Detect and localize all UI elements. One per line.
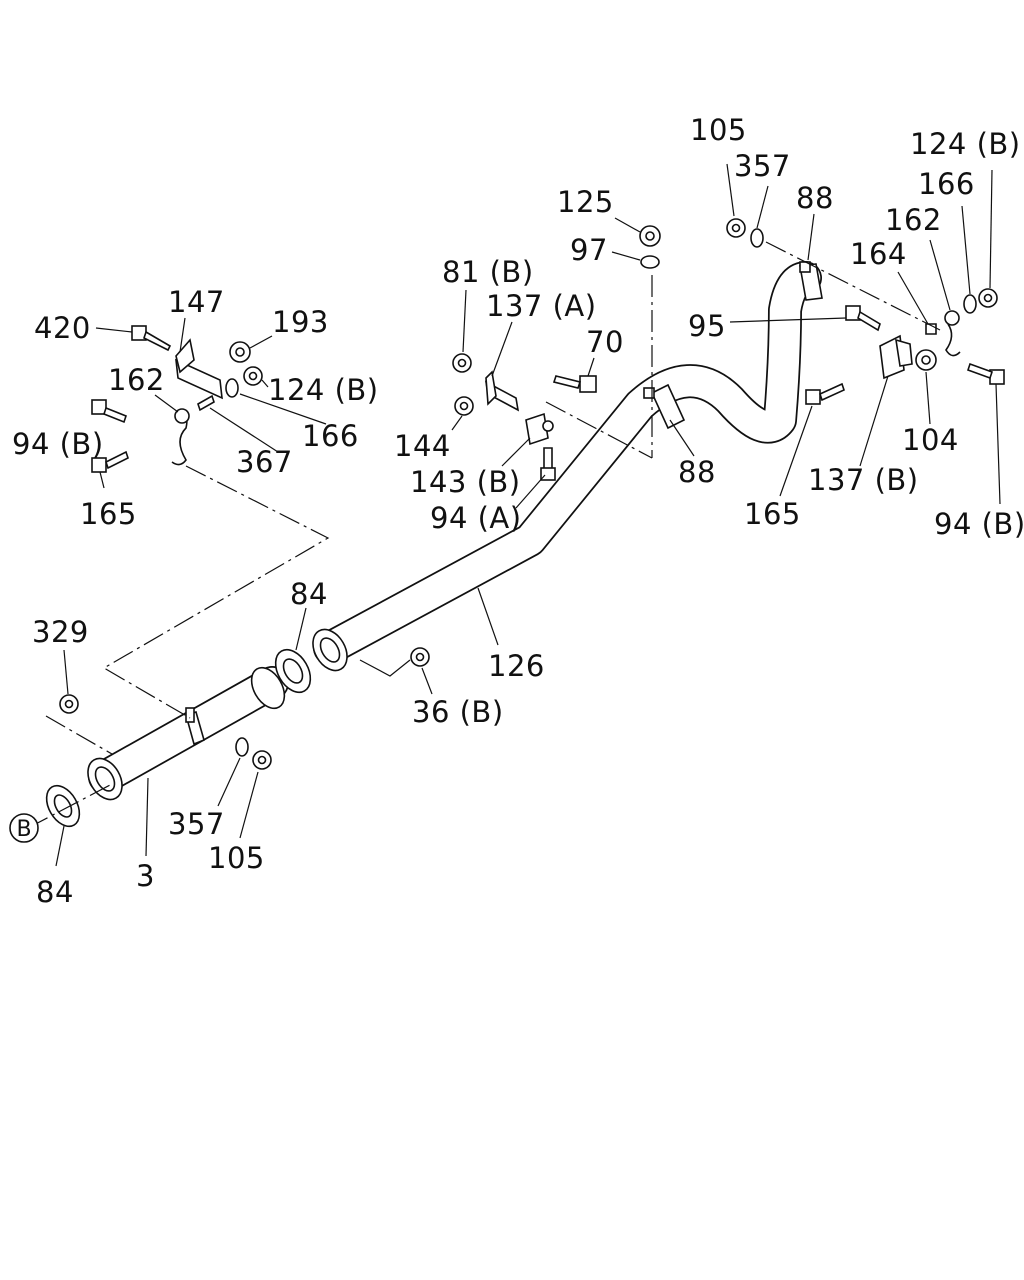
callout-165-left: 165 — [80, 497, 137, 531]
flange-pipe126-front — [312, 628, 348, 672]
callout-labels: 105 357 88 124 (B) 166 162 164 125 97 81… — [12, 113, 1024, 909]
bolt-94B-left — [91, 399, 127, 424]
exhaust-pipe-126 — [313, 261, 822, 665]
callout-70: 70 — [586, 325, 624, 359]
hanger-162-left — [171, 408, 190, 466]
nut-193 — [229, 341, 251, 363]
flange-pipe3-front — [87, 757, 123, 801]
reference-mark-b: B — [9, 813, 39, 843]
leader-lines — [55, 163, 1001, 867]
callout-84-bottom: 84 — [36, 875, 74, 909]
callout-36b: 36 (B) — [412, 695, 504, 729]
washer-166-left — [225, 378, 239, 398]
pipe-clamp-left — [185, 707, 205, 746]
bracket-137B — [879, 334, 913, 380]
gasket-84-mid — [274, 648, 312, 694]
bolt-95 — [845, 305, 881, 332]
bracket-147 — [175, 338, 223, 400]
callout-105-bottom: 105 — [208, 841, 265, 875]
washer-97 — [640, 255, 660, 269]
rubber-mount-143B — [525, 412, 554, 446]
nut-125 — [639, 225, 661, 247]
nut-36B — [410, 647, 430, 667]
assembly-guide-lines — [27, 241, 941, 829]
callout-329: 329 — [32, 615, 89, 649]
nut-81B — [452, 353, 472, 373]
callout-126: 126 — [488, 649, 545, 683]
callout-105-top: 105 — [690, 113, 747, 147]
callout-81b: 81 (B) — [442, 255, 534, 289]
washer-357-top — [750, 228, 764, 248]
callout-166-right: 166 — [918, 167, 975, 201]
callout-104: 104 — [902, 423, 959, 457]
callout-357-top: 357 — [734, 149, 791, 183]
callout-137a: 137 (A) — [486, 289, 597, 323]
nut-124B-top — [978, 288, 998, 308]
nut-104 — [915, 349, 937, 371]
callout-95: 95 — [688, 309, 726, 343]
stud-367 — [197, 394, 215, 412]
callout-367: 367 — [236, 445, 293, 479]
nut-105-top — [726, 218, 746, 238]
pipe-clamp-88-top — [799, 261, 823, 301]
flange-pipe3-rear — [250, 666, 286, 710]
bolt-94A — [540, 447, 556, 481]
callout-193: 193 — [272, 305, 329, 339]
callout-162-left: 162 — [108, 363, 165, 397]
callout-97: 97 — [570, 233, 608, 267]
callout-84-mid: 84 — [290, 577, 328, 611]
callout-94b-left: 94 (B) — [12, 427, 104, 461]
flange-84-bottom — [45, 784, 81, 828]
nut-144 — [454, 396, 474, 416]
callout-125: 125 — [557, 185, 614, 219]
callout-147: 147 — [168, 285, 225, 319]
bracket-137A — [484, 370, 520, 412]
callout-166-left: 166 — [302, 419, 359, 453]
callout-94a: 94 (A) — [430, 501, 522, 535]
callout-162-right: 162 — [885, 203, 942, 237]
callout-124b-left: 124 (B) — [268, 373, 379, 407]
callout-420: 420 — [34, 311, 91, 345]
callout-94b-right: 94 (B) — [934, 507, 1024, 541]
callout-137b: 137 (B) — [808, 463, 919, 497]
callout-144: 144 — [394, 429, 451, 463]
nut-329 — [59, 694, 79, 714]
hanger-162-right — [944, 310, 961, 357]
callout-88-mid: 88 — [678, 455, 716, 489]
washer-166-right — [963, 294, 977, 314]
bolt-94B-right — [966, 362, 1005, 385]
callout-164: 164 — [850, 237, 907, 271]
exhaust-pipe-3 — [88, 666, 289, 794]
callout-124b-top: 124 (B) — [910, 127, 1021, 161]
reference-mark-label: B — [16, 817, 31, 842]
pipe-clamp-88-mid — [643, 383, 686, 430]
bolt-70 — [552, 375, 597, 393]
bolt-165-right — [805, 382, 845, 405]
nut-124B-left — [243, 366, 263, 386]
bolt-420 — [131, 325, 172, 352]
bolt-165-left — [91, 450, 129, 473]
callout-3: 3 — [136, 859, 155, 893]
callout-88-top: 88 — [796, 181, 834, 215]
callout-357-bottom: 357 — [168, 807, 225, 841]
callout-165-right: 165 — [744, 497, 801, 531]
nut-105-bottom — [252, 750, 272, 770]
callout-143b: 143 (B) — [410, 465, 521, 499]
washer-357-bottom — [235, 737, 249, 757]
